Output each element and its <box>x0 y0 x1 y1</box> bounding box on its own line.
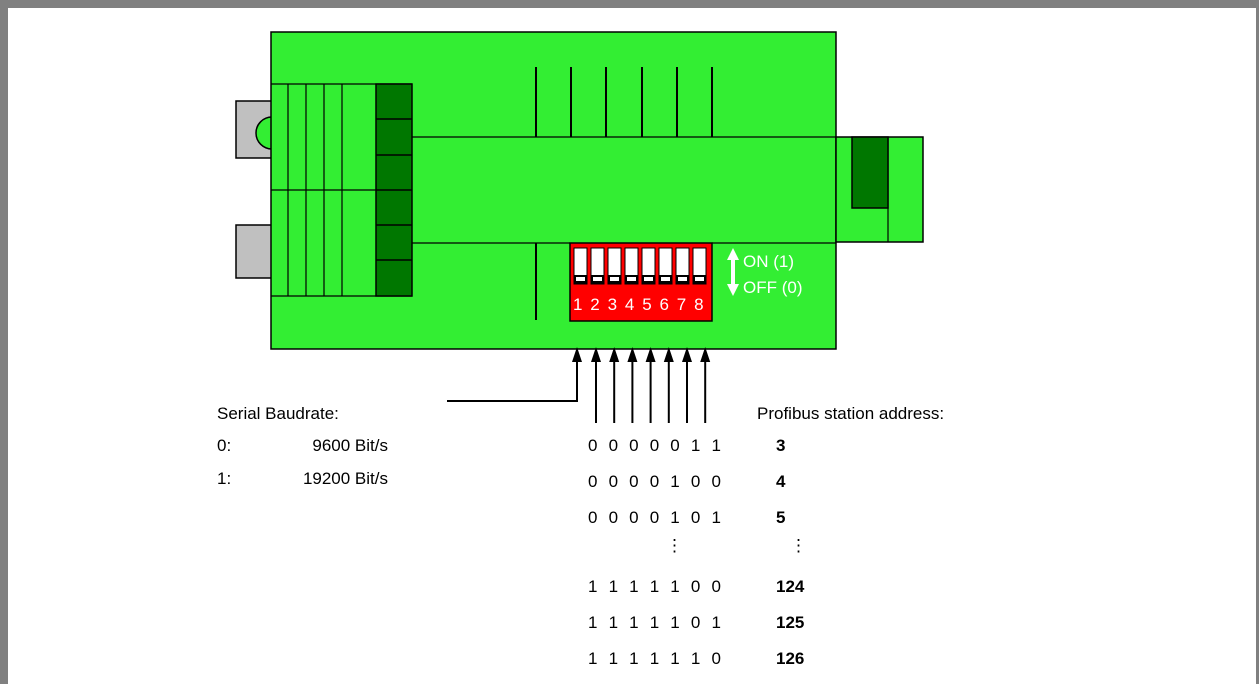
bit-arrow-6 <box>663 347 674 423</box>
dip-lever-marker-2 <box>593 277 602 281</box>
switch-number-5: 5 <box>642 295 652 314</box>
dip-lever-marker-5 <box>644 277 653 281</box>
left-connector-bottom <box>235 224 273 279</box>
switch-on-label: ON (1) <box>743 252 794 271</box>
dip-lever-marker-3 <box>610 277 619 281</box>
baudrate-key-0: 0: <box>217 436 232 455</box>
switch-number-1: 1 <box>573 295 583 314</box>
left-connector-top <box>235 100 273 159</box>
baudrate-value-1: 19200 Bit/s <box>302 469 388 488</box>
dip-lever-marker-4 <box>627 277 636 281</box>
switch-number-6: 6 <box>659 295 669 314</box>
switch-number-4: 4 <box>624 295 635 314</box>
bit-arrow-7 <box>682 347 692 423</box>
switch-number-7: 7 <box>676 295 687 314</box>
bits-row: 1 1 1 1 1 1 0 <box>588 649 725 668</box>
dip-lever-marker-1 <box>576 277 585 281</box>
switch-number-2: 2 <box>590 295 600 314</box>
address-arrows <box>572 347 711 423</box>
switch-off-label: OFF (0) <box>743 278 803 297</box>
bits-row: 0 0 0 0 1 0 1 <box>588 508 725 527</box>
bits-row: 1 1 1 1 1 0 0 <box>588 577 725 596</box>
bits-row: 0 0 0 0 0 1 1 <box>588 436 725 455</box>
dip-switch <box>569 242 713 322</box>
switch-number-8: 8 <box>694 295 704 314</box>
bit-arrow-1 <box>572 347 582 362</box>
bits-ellipsis: ⋮ <box>666 536 683 555</box>
address-ellipsis: ⋮ <box>790 536 807 555</box>
address-value: 4 <box>776 472 786 491</box>
address-value: 3 <box>776 436 786 455</box>
baudrate-value-0: 9600 Bit/s <box>312 436 388 455</box>
bit-arrow-5 <box>645 347 656 423</box>
bit-arrow-8 <box>700 347 711 423</box>
right-connector <box>835 136 924 243</box>
terminal-blocks-dark <box>375 83 413 297</box>
bit-arrow-4 <box>627 347 638 423</box>
address-value: 126 <box>776 649 805 668</box>
cooling-ribs <box>535 67 713 137</box>
dip-lever-marker-7 <box>678 277 687 281</box>
on-off-arrow <box>727 248 739 296</box>
dip-lever-marker-6 <box>661 277 670 281</box>
bits-row: 0 0 0 0 1 0 0 <box>588 472 725 491</box>
switch-number-3: 3 <box>607 295 618 314</box>
address-value: 5 <box>776 508 786 527</box>
baudrate-key-1: 1: <box>217 469 232 488</box>
address-value: 125 <box>776 613 805 632</box>
bit-arrow-2 <box>591 347 601 423</box>
address-value: 124 <box>776 577 805 596</box>
address-title: Profibus station address: <box>757 404 945 423</box>
bits-row: 1 1 1 1 1 0 1 <box>588 613 725 632</box>
baudrate-title: Serial Baudrate: <box>217 404 339 423</box>
dip-lever-marker-8 <box>695 277 704 281</box>
baudrate-pointer-line <box>447 360 578 402</box>
bit-arrow-3 <box>609 347 620 423</box>
